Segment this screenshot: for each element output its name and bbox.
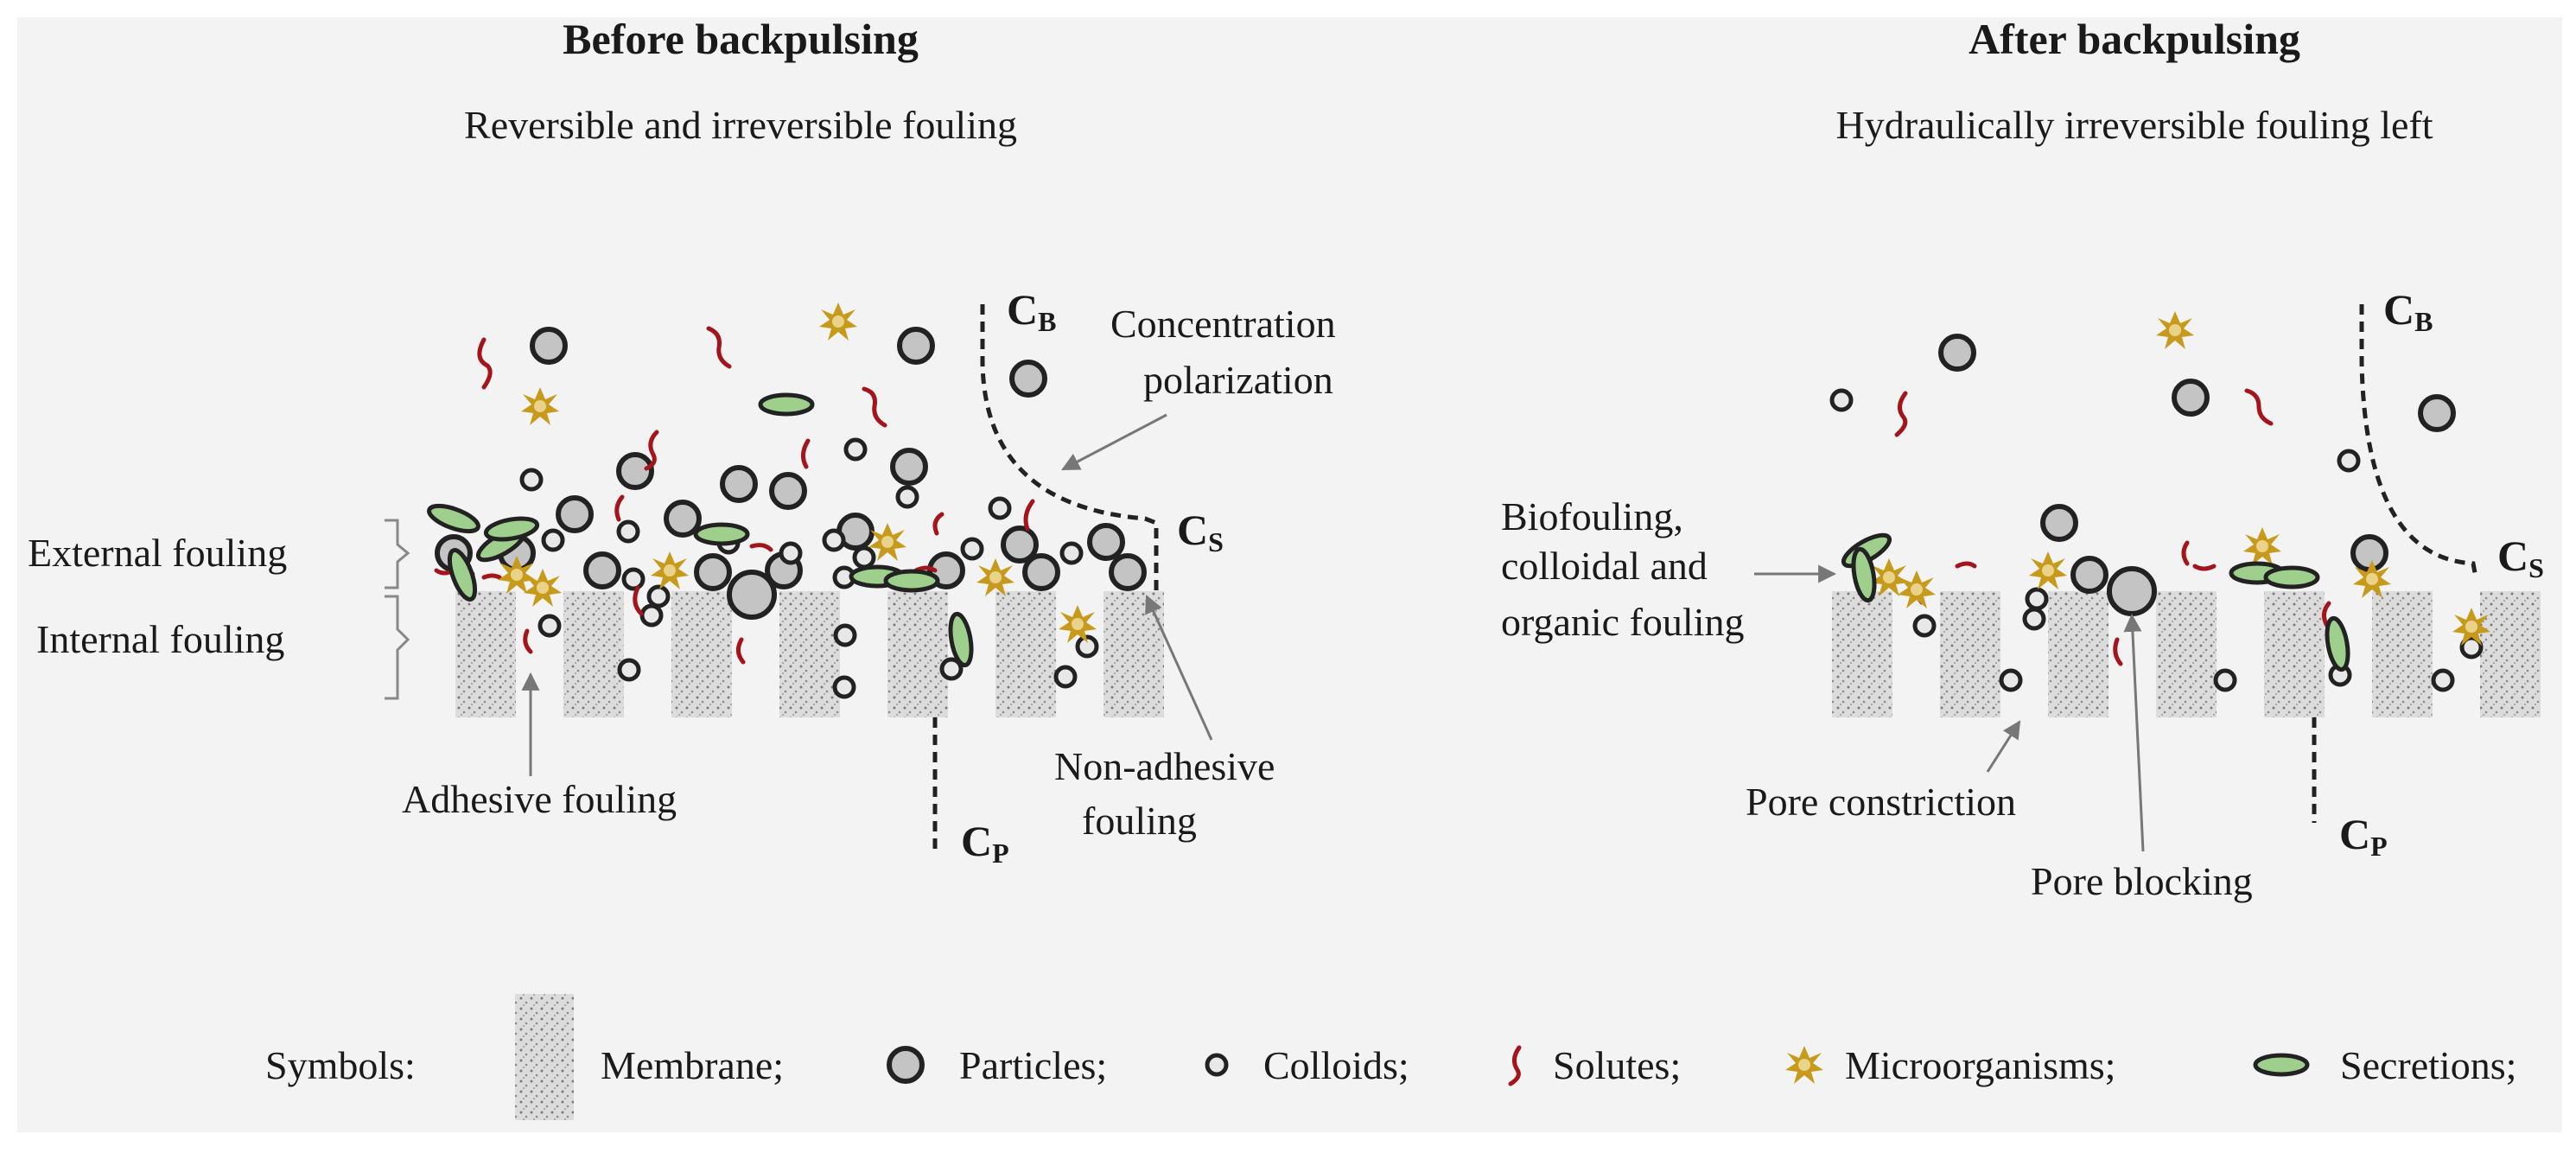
pore-constriction-arrow [1986, 720, 2021, 773]
concentration-polarization-label-2: polarization [1143, 358, 1333, 402]
legend-membrane-label: Membrane; [601, 1043, 784, 1087]
non-adhesive-arrow [1145, 595, 1213, 741]
biofouling-label-1: Biofouling, [1501, 494, 1683, 538]
pore-blocking-arrow [2123, 613, 2145, 852]
before-membrane [455, 591, 1164, 717]
legend-solutes-label: Solutes; [1553, 1043, 1681, 1087]
legend-particles-label: Particles; [959, 1043, 1107, 1087]
external-fouling-label: External fouling [28, 531, 287, 575]
after-particles [1938, 334, 2456, 616]
legend-colloid-symbol [1205, 1053, 1229, 1077]
legend-microorganisms-label: Microorganisms; [1845, 1043, 2115, 1087]
before-concentration-profile [980, 304, 1159, 591]
external-fouling-bracket [385, 519, 410, 589]
after-cp-label: CP [2339, 810, 2388, 862]
pore-blocking-label: Pore blocking [2031, 859, 2253, 903]
legend-colloids-label: Colloids; [1263, 1043, 1409, 1087]
adhesive-fouling-label: Adhesive fouling [402, 777, 677, 821]
before-cs-label: CS [1177, 506, 1224, 557]
biofouling-label-2: colloidal and [1501, 544, 1708, 588]
before-cb-label: CB [1007, 285, 1056, 337]
legend-particle-symbol [887, 1046, 925, 1084]
pore-constriction-label: Pore constriction [1746, 780, 2016, 824]
after-heading: After backpulsing [1969, 15, 2300, 63]
legend-title: Symbols: [265, 1043, 416, 1087]
legend-secretion-symbol [2255, 1055, 2307, 1074]
legend-membrane-swatch [515, 994, 574, 1120]
legend: Symbols: Membrane; Particles; Colloids; … [265, 994, 2516, 1120]
after-membrane [1832, 591, 2541, 717]
internal-fouling-label: Internal fouling [36, 617, 284, 661]
non-adhesive-label-2: fouling [1082, 799, 1197, 843]
before-subtitle: Reversible and irreversible fouling [464, 103, 1017, 147]
internal-fouling-bracket [385, 595, 410, 700]
legend-secretions-label: Secretions; [2340, 1043, 2516, 1087]
before-cp-label: CP [961, 817, 1009, 869]
non-adhesive-label-1: Non-adhesive [1054, 744, 1275, 788]
after-colloids [1829, 388, 2484, 692]
before-colloids [519, 437, 1099, 699]
concentration-polarization-label-1: Concentration [1110, 302, 1336, 346]
biofouling-label-3: organic fouling [1501, 600, 1744, 644]
concentration-polarization-arrow [1061, 413, 1167, 471]
after-cb-label: CB [2383, 285, 2433, 337]
after-cs-label: CS [2497, 532, 2544, 583]
legend-solute-symbol [1508, 1045, 1522, 1086]
before-heading: Before backpulsing [563, 15, 919, 63]
after-subtitle: Hydraulically irreversible fouling left [1835, 103, 2433, 147]
before-particles [435, 327, 1147, 620]
after-concentration-profile [2359, 304, 2478, 578]
